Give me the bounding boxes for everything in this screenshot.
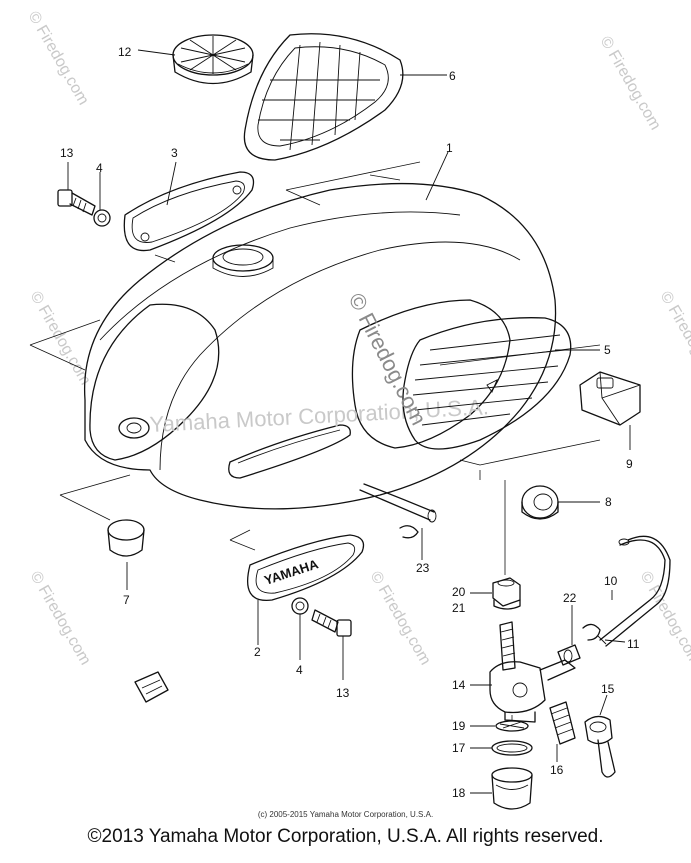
callout-2: 2 [254, 645, 261, 659]
part-23-fuel-hose [359, 483, 437, 539]
corner-watermark-ml: © Firedog.com [27, 289, 94, 389]
callout-9: 9 [626, 457, 633, 471]
part-10-overflow-hose [599, 535, 671, 647]
part-15-lever [584, 715, 616, 778]
part-12-tank-cap [172, 34, 254, 85]
corner-watermark-bl: © Firedog.com [27, 569, 94, 669]
part-19-gasket [495, 720, 529, 732]
callout-18: 18 [452, 786, 466, 800]
leader-lines [67, 49, 631, 794]
part-5-knee-pad [402, 317, 572, 450]
part-1-fuel-tank [83, 182, 557, 510]
callout-7: 7 [123, 593, 130, 607]
part-2-emblem: YAMAHA [246, 534, 365, 601]
part-4-washer-bottom [291, 597, 309, 615]
footer-copyright: ©2013 Yamaha Motor Corporation, U.S.A. A… [87, 826, 604, 847]
callout-13-top: 13 [60, 146, 74, 160]
callout-23: 23 [416, 561, 430, 575]
part-9-bracket [579, 371, 641, 426]
part-13-bolt-top [57, 189, 96, 216]
callout-20: 20 [452, 585, 466, 599]
callout-5: 5 [604, 343, 611, 357]
part-17-o-ring [491, 740, 533, 756]
callout-labels: 1 2 3 4 4 5 6 7 8 9 10 11 12 13 13 14 15… [60, 45, 640, 800]
corner-watermark-br: © Firedog.com [637, 569, 691, 669]
callout-11: 11 [627, 637, 640, 651]
callout-19: 19 [452, 719, 466, 733]
corner-watermark-mr: © Firedog.com [657, 289, 691, 389]
part-7-rubber-cap [107, 519, 145, 557]
callout-10: 10 [604, 574, 618, 588]
callout-4-bottom: 4 [296, 663, 303, 677]
callout-13-bottom: 13 [336, 686, 350, 700]
assembly-lines [29, 161, 601, 720]
callout-16: 16 [550, 763, 564, 777]
callout-3: 3 [171, 146, 178, 160]
part-22-fitting [557, 644, 581, 666]
corner-watermark-tl: © Firedog.com [25, 9, 92, 109]
part-11-hose-clamp [582, 623, 607, 645]
callout-15: 15 [601, 682, 615, 696]
part-8-grommet [521, 485, 559, 520]
callout-22: 22 [563, 591, 577, 605]
part-14-petcock [489, 621, 576, 723]
part-18-sediment-bowl [491, 767, 533, 810]
part-16-spring [549, 701, 576, 745]
part-20-21-nut [492, 577, 521, 610]
callout-17: 17 [452, 741, 466, 755]
part-decal-bottom-left [134, 671, 169, 703]
callout-6: 6 [449, 69, 456, 83]
callout-1: 1 [446, 141, 453, 155]
emblem-brand-text: YAMAHA [262, 556, 320, 588]
callout-21: 21 [452, 601, 466, 615]
corner-watermark-bm: © Firedog.com [367, 569, 434, 669]
corner-watermark-tr: © Firedog.com [597, 34, 664, 134]
part-3-plate [123, 171, 255, 252]
part-6-knee-pad [243, 33, 404, 161]
callout-12: 12 [118, 45, 132, 59]
callout-8: 8 [605, 495, 612, 509]
part-4-washer-top [93, 209, 111, 227]
callout-4-top: 4 [96, 161, 103, 175]
callout-14: 14 [452, 678, 466, 692]
part-13-bolt-bottom [311, 609, 352, 637]
small-copyright-line: (c) 2005-2015 Yamaha Motor Corporation, … [257, 810, 434, 819]
